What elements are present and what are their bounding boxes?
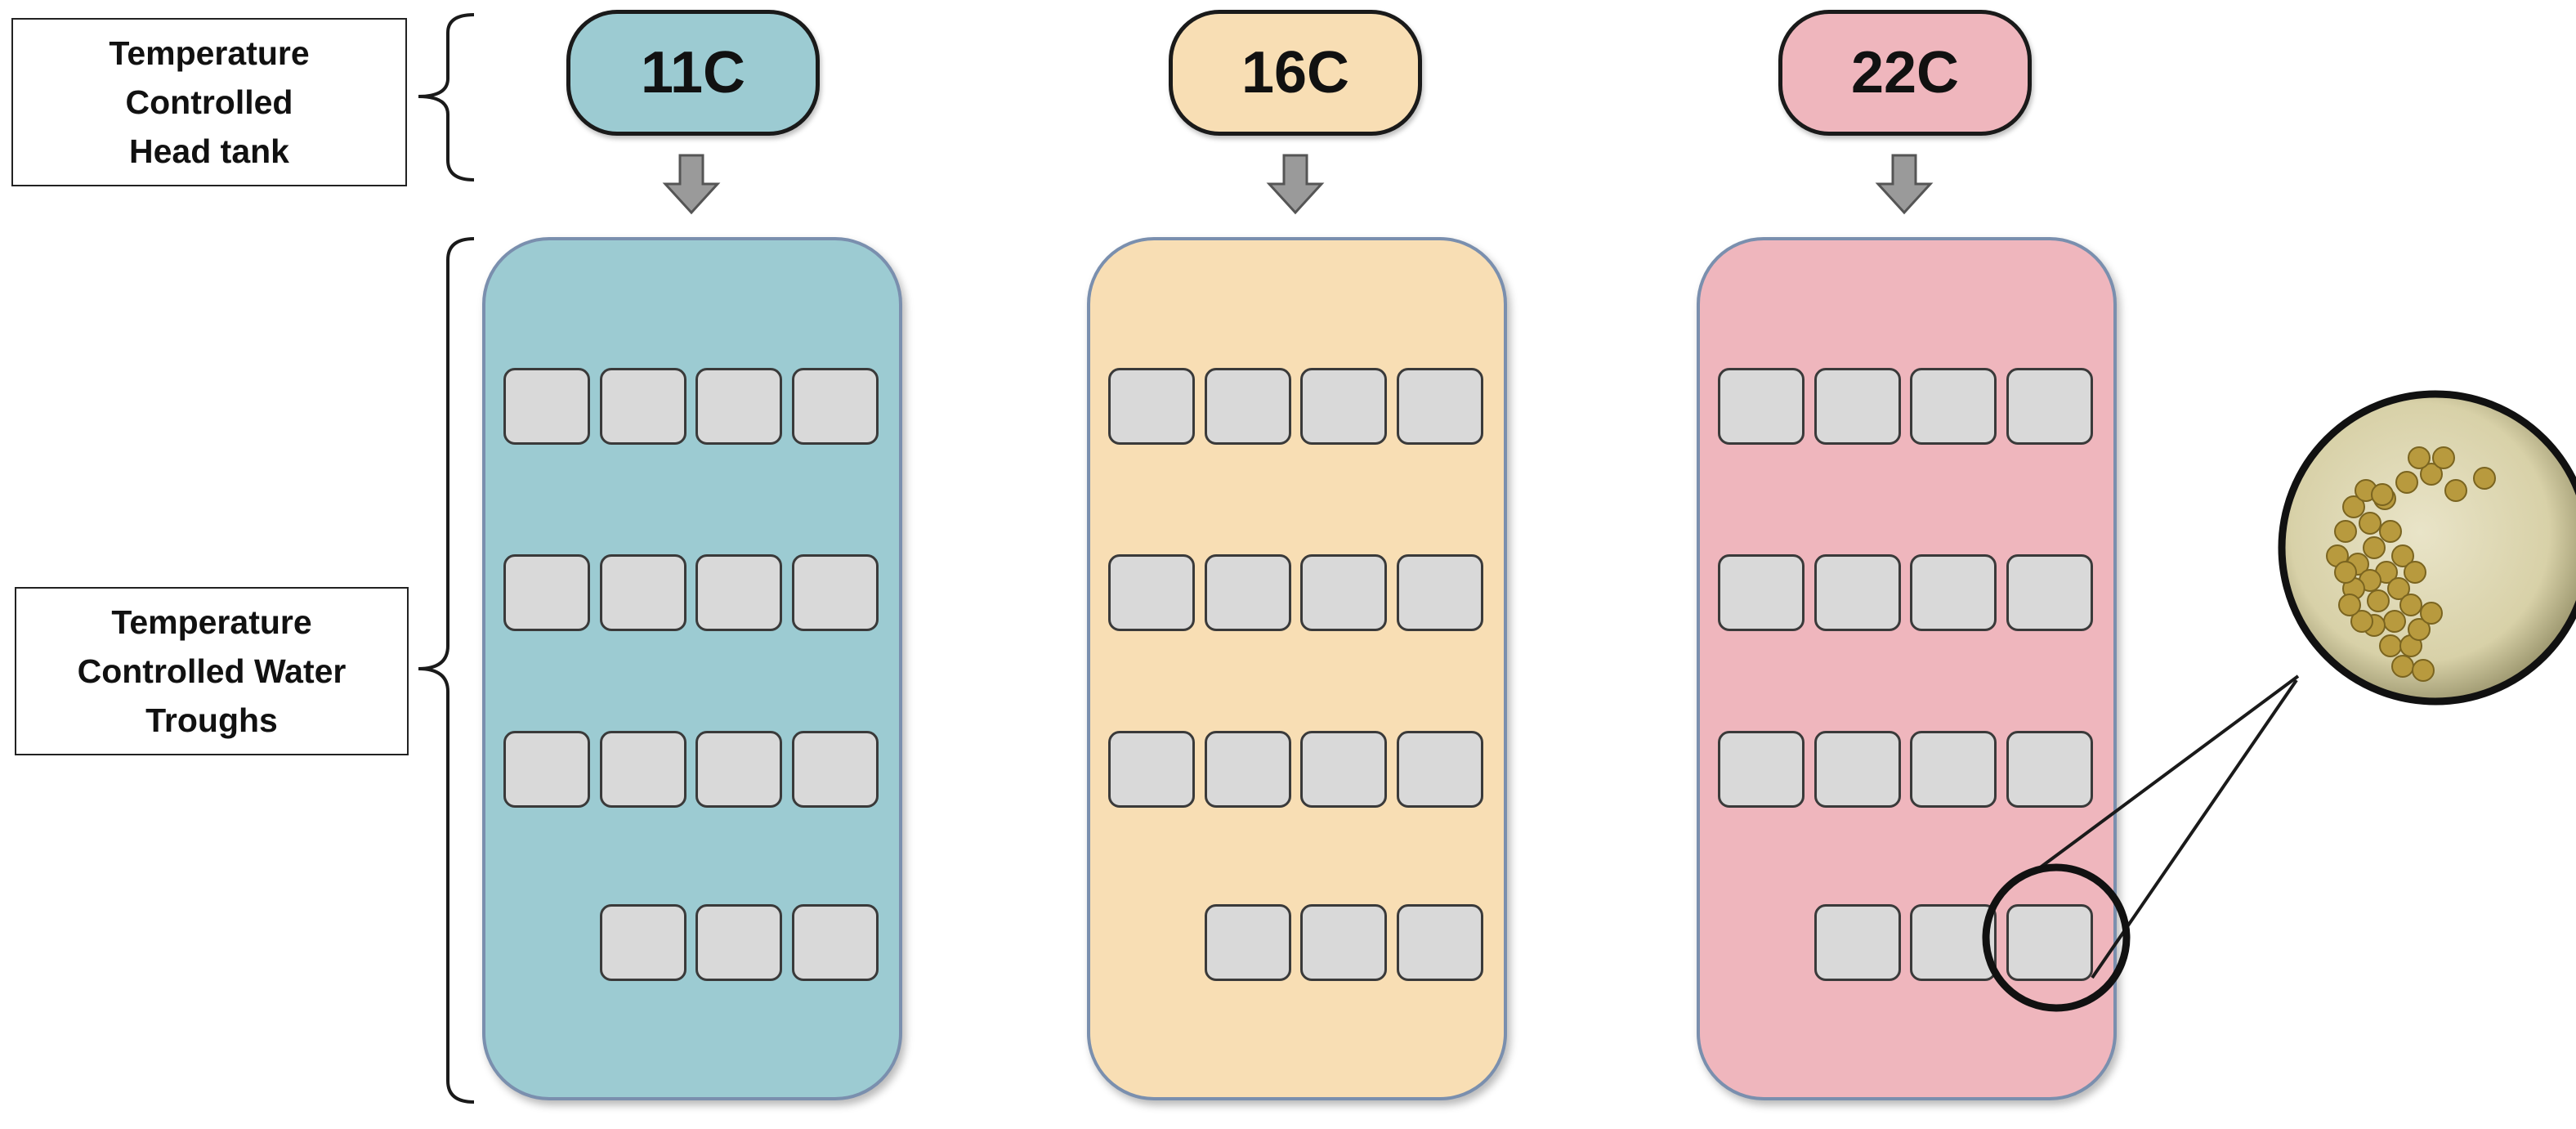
egg — [2334, 520, 2357, 543]
highlight-ring — [1982, 863, 2131, 1012]
egg — [2367, 589, 2390, 612]
egg — [2444, 479, 2467, 502]
tray-cell — [792, 904, 879, 981]
egg — [2391, 544, 2414, 567]
tray-cell — [1108, 554, 1195, 631]
tray-cell — [1718, 731, 1805, 808]
egg — [2334, 561, 2357, 584]
head-tank-label-line-1: Temperature — [109, 34, 310, 72]
tray-cell — [600, 731, 686, 808]
egg — [2359, 512, 2381, 535]
tray-cell — [1300, 368, 1387, 445]
tray-cell — [792, 368, 879, 445]
tray-cell — [2006, 731, 2093, 808]
tray-cell — [695, 731, 782, 808]
tray-cell — [1910, 554, 1997, 631]
tray-cell — [1397, 731, 1483, 808]
egg — [2399, 594, 2422, 616]
tray-cell — [1397, 554, 1483, 631]
tray-cell — [1814, 554, 1901, 631]
head-tank-temperature: 16C — [1241, 40, 1350, 105]
water-trough-22c — [1697, 237, 2117, 1100]
egg — [2363, 536, 2386, 559]
tray-cell — [1718, 368, 1805, 445]
egg — [2420, 463, 2443, 486]
troughs-label-line-2: Controlled Water — [77, 652, 347, 690]
tray-cell — [1205, 904, 1291, 981]
egg — [2379, 520, 2402, 543]
egg — [2350, 610, 2373, 633]
egg — [2338, 594, 2361, 616]
egg — [2408, 618, 2431, 641]
tray-cell — [503, 554, 590, 631]
tray-cell — [1108, 731, 1195, 808]
tray-cell — [1300, 554, 1387, 631]
tray-cell — [1397, 368, 1483, 445]
egg — [2391, 655, 2414, 678]
tray-cell — [792, 554, 879, 631]
egg — [2371, 483, 2394, 506]
head-tank-11c: 11C — [566, 10, 820, 136]
water-trough-16c — [1087, 237, 1507, 1100]
egg — [2432, 446, 2455, 469]
egg — [2395, 471, 2418, 494]
troughs-bracket — [418, 237, 475, 1104]
egg — [2412, 659, 2435, 682]
tray-cell — [1205, 368, 1291, 445]
tray-cell — [503, 731, 590, 808]
tray-cell — [1814, 368, 1901, 445]
tray-cell — [1718, 554, 1805, 631]
tray-cell — [2006, 554, 2093, 631]
head-tank-bracket — [418, 13, 475, 181]
head-tank-label-line-3: Head tank — [129, 132, 289, 170]
head-tank-temperature: 22C — [1850, 40, 1960, 105]
head-tank-22c: 22C — [1778, 10, 2032, 136]
tray-cell — [1205, 731, 1291, 808]
egg — [2408, 446, 2431, 469]
tray-cell — [1814, 904, 1901, 981]
tray-cell — [600, 554, 686, 631]
head-tank-label-line-2: Controlled — [125, 83, 293, 121]
tray-cell — [695, 904, 782, 981]
troughs-label: Temperature Controlled Water Troughs — [15, 587, 409, 755]
tray-cell — [600, 904, 686, 981]
tray-cell — [2006, 904, 2093, 981]
tray-cell — [1108, 368, 1195, 445]
tray-cell — [1397, 904, 1483, 981]
tray-cell — [503, 368, 590, 445]
tray-cell — [1814, 731, 1901, 808]
egg — [2473, 467, 2496, 490]
tray-cell — [1910, 904, 1997, 981]
troughs-label-line-1: Temperature — [111, 603, 312, 641]
tray-cell — [1910, 368, 1997, 445]
egg-photo-inset — [2278, 390, 2576, 706]
egg — [2420, 602, 2443, 625]
tray-cell — [695, 368, 782, 445]
egg — [2383, 610, 2406, 633]
tray-cell — [695, 554, 782, 631]
zoom-line-top — [2031, 674, 2300, 875]
head-tank-label: Temperature Controlled Head tank — [11, 18, 407, 186]
tray-cell — [1910, 731, 1997, 808]
tray-cell — [600, 368, 686, 445]
troughs-label-line-3: Troughs — [145, 701, 278, 739]
flow-arrow-icon — [662, 154, 721, 215]
head-tank-16c: 16C — [1169, 10, 1422, 136]
egg — [2404, 561, 2426, 584]
water-trough-11c — [482, 237, 902, 1100]
flow-arrow-icon — [1875, 154, 1934, 215]
tray-cell — [1300, 904, 1387, 981]
egg — [2387, 577, 2410, 600]
head-tank-temperature: 11C — [640, 40, 746, 105]
egg — [2379, 634, 2402, 657]
flow-arrow-icon — [1266, 154, 1325, 215]
tray-cell — [1300, 731, 1387, 808]
tray-cell — [2006, 368, 2093, 445]
egg — [2342, 495, 2365, 518]
tray-cell — [792, 731, 879, 808]
tray-cell — [1205, 554, 1291, 631]
